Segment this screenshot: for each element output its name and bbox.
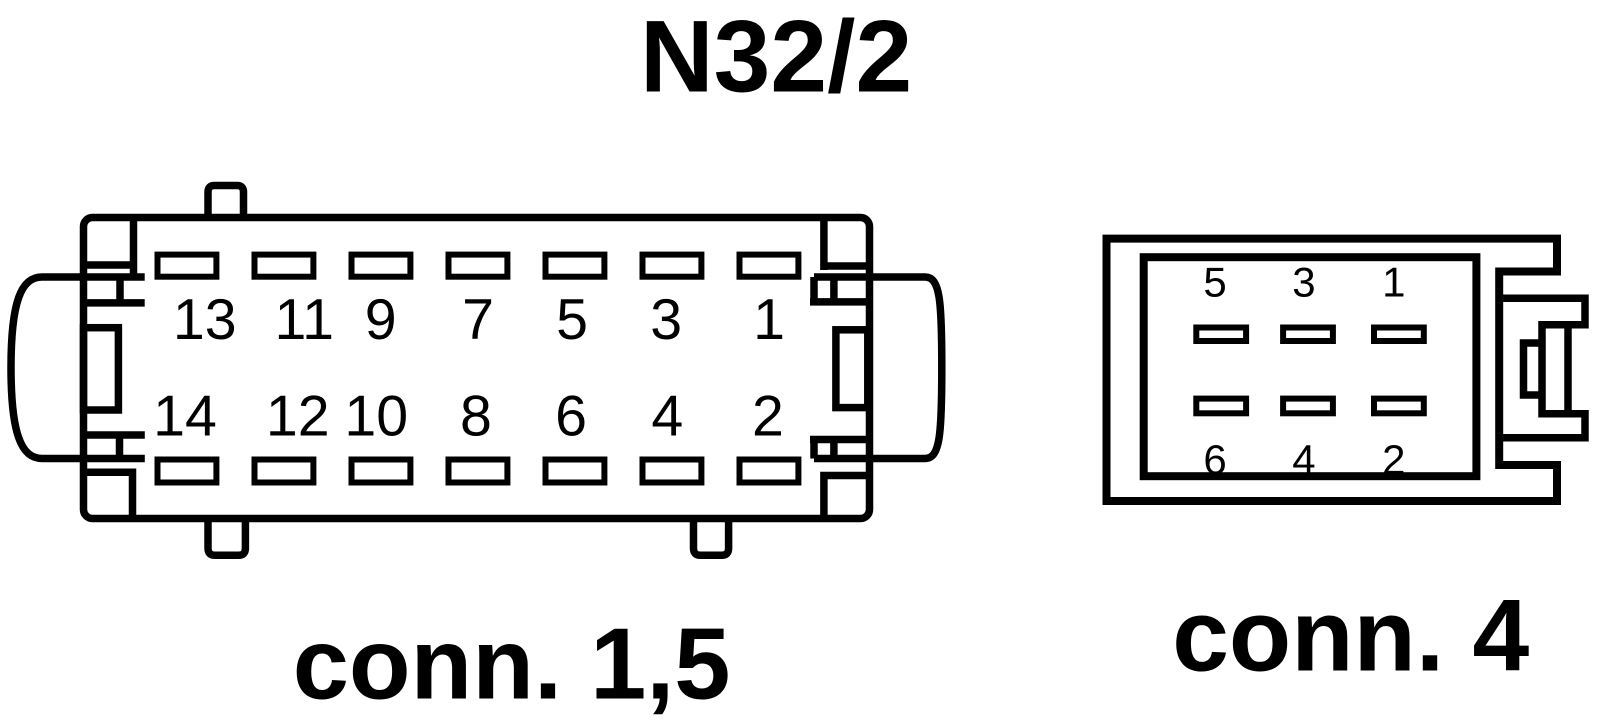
svg-text:4: 4 bbox=[1292, 436, 1315, 483]
svg-text:conn. 1,5: conn. 1,5 bbox=[293, 609, 731, 721]
svg-text:5: 5 bbox=[556, 288, 588, 352]
svg-text:5: 5 bbox=[1203, 258, 1226, 305]
svg-text:11: 11 bbox=[274, 288, 333, 352]
svg-text:8: 8 bbox=[460, 385, 492, 449]
svg-text:1: 1 bbox=[753, 288, 785, 352]
svg-text:6: 6 bbox=[1203, 436, 1226, 483]
svg-text:4: 4 bbox=[651, 385, 683, 449]
svg-text:conn. 4: conn. 4 bbox=[1172, 579, 1529, 693]
svg-text:10: 10 bbox=[344, 385, 408, 449]
svg-text:3: 3 bbox=[650, 288, 682, 352]
svg-text:3: 3 bbox=[1292, 258, 1315, 305]
svg-text:N32/2: N32/2 bbox=[640, 0, 912, 113]
svg-text:9: 9 bbox=[365, 288, 397, 352]
svg-text:2: 2 bbox=[752, 385, 784, 449]
svg-text:12: 12 bbox=[266, 385, 330, 449]
svg-text:2: 2 bbox=[1382, 436, 1405, 483]
svg-text:1: 1 bbox=[1382, 258, 1405, 305]
svg-text:7: 7 bbox=[462, 288, 494, 352]
svg-text:13: 13 bbox=[173, 288, 237, 352]
svg-text:6: 6 bbox=[555, 385, 587, 449]
svg-text:14: 14 bbox=[153, 385, 217, 449]
